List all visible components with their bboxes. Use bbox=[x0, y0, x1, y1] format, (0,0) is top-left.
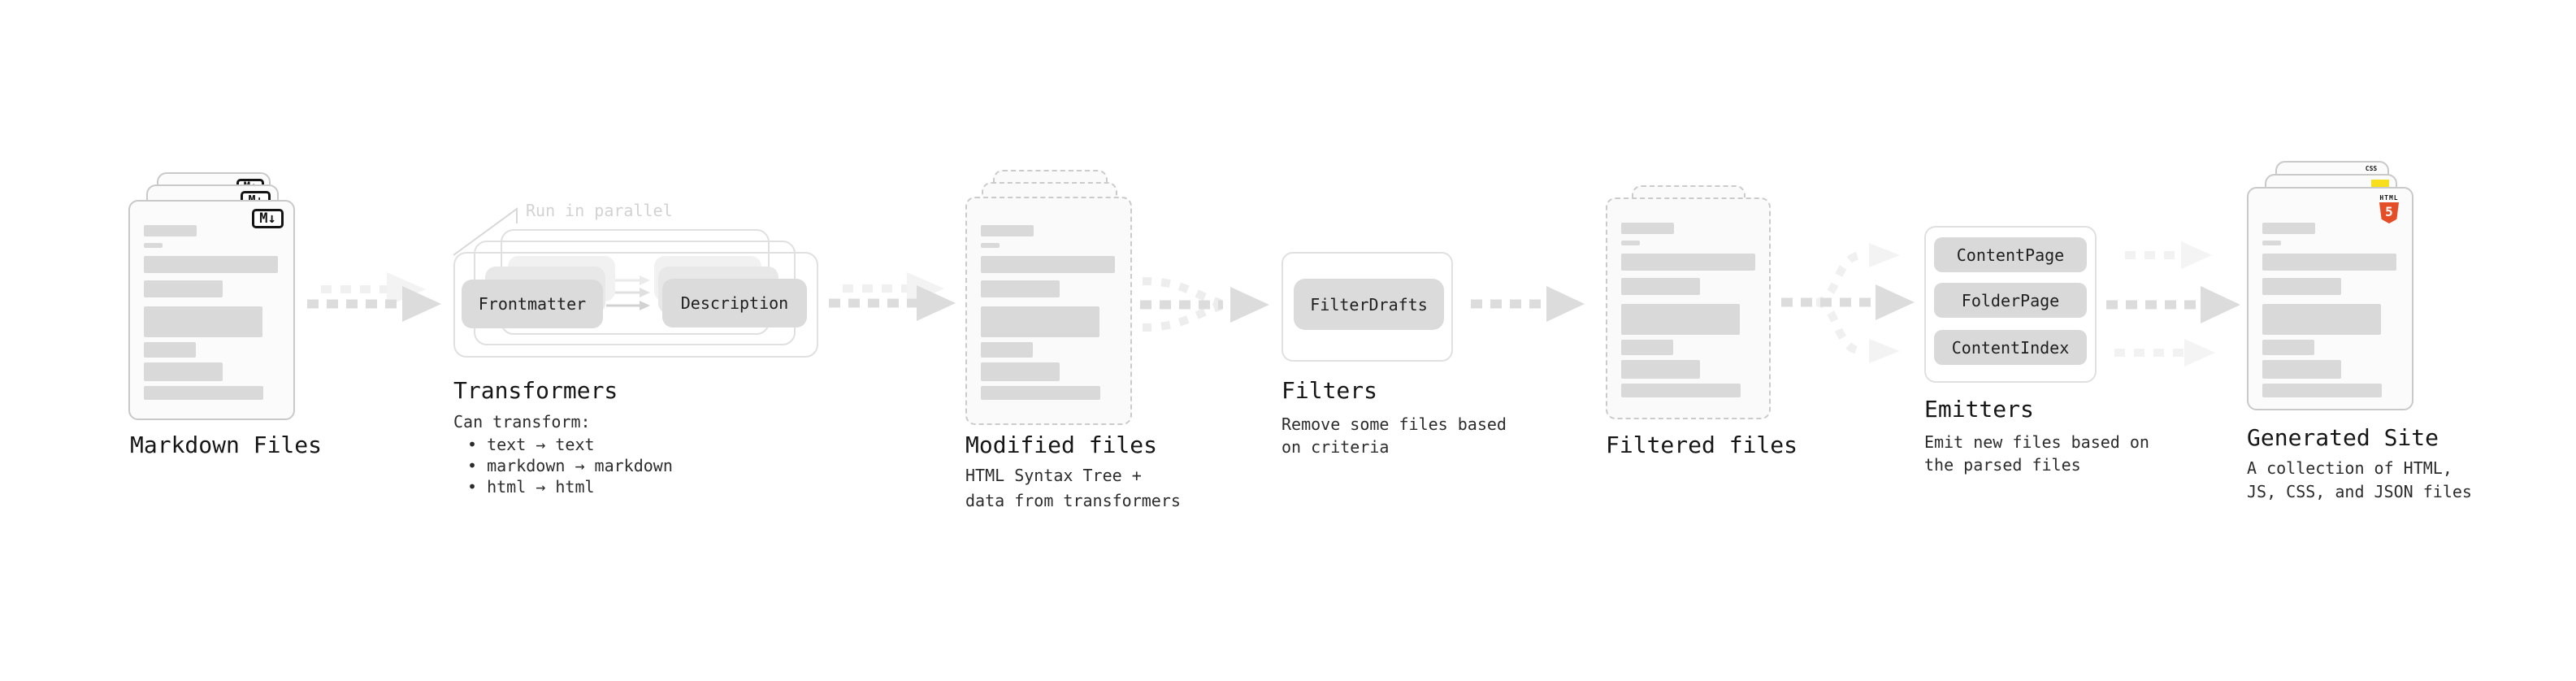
stage-label-modified-files: Modified files bbox=[965, 432, 1158, 458]
filterdrafts-chip: FilterDrafts bbox=[1294, 279, 1444, 330]
text-line bbox=[144, 225, 197, 236]
document-text-skeleton bbox=[981, 225, 1115, 400]
text-line bbox=[981, 256, 1115, 273]
text-line bbox=[981, 386, 1100, 400]
arrow-markdown-to-transformers bbox=[307, 286, 441, 322]
emitters-description-line: Emit new files based on bbox=[1924, 432, 2149, 452]
fanout-bottom-arrowhead bbox=[1869, 339, 1900, 363]
filters-frame bbox=[1281, 252, 1453, 362]
document-text-skeleton bbox=[1621, 223, 1755, 397]
text-line bbox=[144, 280, 223, 297]
emitter-chip-contentindex: ContentIndex bbox=[1934, 330, 2087, 365]
emitter-chip-label: ContentPage bbox=[1956, 245, 2065, 265]
text-line bbox=[1621, 254, 1755, 271]
text-line bbox=[1621, 340, 1673, 355]
generated-description-line: JS, CSS, and JSON files bbox=[2247, 482, 2472, 501]
run-in-parallel-annotation: Run in parallel bbox=[526, 201, 673, 220]
fanout-top-arrowhead bbox=[1869, 243, 1900, 267]
css-badge-label: CSS bbox=[2365, 165, 2378, 172]
arrow-transformers-to-modified bbox=[829, 285, 956, 321]
arrow-filters-to-filtered bbox=[1471, 286, 1585, 322]
arrow-emitters-to-generated-bottom bbox=[2114, 339, 2215, 367]
text-line bbox=[981, 342, 1033, 358]
arrow-emitters-to-generated-middle bbox=[2106, 286, 2240, 323]
modified-description-line: data from transformers bbox=[965, 491, 1181, 510]
stage-label-generated-site: Generated Site bbox=[2247, 424, 2439, 451]
text-line bbox=[2262, 360, 2341, 379]
html5-badge-icon: HTML 5 bbox=[2378, 194, 2400, 223]
text-line bbox=[144, 342, 196, 358]
text-line bbox=[2262, 340, 2314, 355]
stage-label-emitters: Emitters bbox=[1924, 396, 2034, 423]
text-line bbox=[144, 256, 278, 273]
frontmatter-chip: Frontmatter bbox=[462, 280, 603, 328]
emitter-chip-label: FolderPage bbox=[1961, 290, 2060, 310]
stage-label-transformers: Transformers bbox=[453, 377, 618, 404]
stage-label-filtered-files: Filtered files bbox=[1606, 432, 1798, 458]
stage-label-markdown-files: Markdown Files bbox=[130, 432, 323, 458]
text-line bbox=[144, 243, 163, 248]
text-line bbox=[2262, 254, 2396, 271]
text-line bbox=[2262, 223, 2315, 234]
filtered-file-front bbox=[1606, 197, 1771, 419]
generated-file-html: HTML 5 bbox=[2247, 187, 2413, 410]
stage-label-filters: Filters bbox=[1281, 377, 1378, 404]
arrow-modified-to-filters bbox=[1140, 287, 1269, 323]
filterdrafts-chip-label: FilterDrafts bbox=[1310, 294, 1428, 314]
markdown-icon: M↓ bbox=[252, 209, 284, 228]
markdown-icon-label: M↓ bbox=[259, 210, 276, 227]
emitter-chip-label: ContentIndex bbox=[1951, 337, 2070, 358]
text-line bbox=[981, 362, 1060, 381]
text-line bbox=[1621, 304, 1740, 335]
arrow-emitters-to-generated-top bbox=[2125, 241, 2212, 269]
text-line bbox=[2262, 241, 2281, 245]
transformers-bullet: • text → text bbox=[467, 435, 595, 454]
modified-file-front bbox=[965, 197, 1132, 425]
emitter-chip-folderpage: FolderPage bbox=[1934, 283, 2087, 318]
funnel-bottom-curve bbox=[1142, 302, 1222, 332]
transformers-bullet: • markdown → markdown bbox=[467, 456, 673, 475]
text-line bbox=[981, 225, 1034, 236]
arrow-transformers-to-modified-ghost bbox=[843, 272, 944, 305]
filters-description-line: on criteria bbox=[1281, 437, 1390, 457]
chip-arrow-3 bbox=[606, 301, 650, 310]
text-line bbox=[144, 306, 262, 337]
generated-description-line: A collection of HTML, bbox=[2247, 458, 2452, 478]
html5-badge-shield: 5 bbox=[2379, 202, 2399, 223]
text-line bbox=[1621, 223, 1674, 234]
emitters-description-line: the parsed files bbox=[1924, 455, 2081, 475]
modified-description-line: HTML Syntax Tree + bbox=[965, 466, 1142, 485]
emitters-frame bbox=[1924, 226, 2097, 383]
markdown-file-front: M↓ bbox=[128, 200, 295, 420]
description-chip-label: Description bbox=[680, 293, 789, 313]
text-line bbox=[2262, 384, 2382, 397]
frontmatter-chip-label: Frontmatter bbox=[478, 294, 587, 314]
fanout-bottom-curve bbox=[1815, 298, 1863, 355]
document-text-skeleton bbox=[144, 225, 278, 400]
description-chip: Description bbox=[662, 279, 807, 327]
transformers-description: Can transform: bbox=[453, 412, 591, 432]
text-line bbox=[1621, 384, 1741, 397]
transformers-bullet: • html → html bbox=[467, 477, 595, 497]
filters-description-line: Remove some files based bbox=[1281, 414, 1507, 434]
annotation-leader-line bbox=[453, 207, 518, 256]
text-line bbox=[2262, 304, 2381, 335]
emitter-chip-contentpage: ContentPage bbox=[1934, 237, 2087, 272]
fanout-top-curve bbox=[1815, 251, 1863, 306]
transformer-frame-front bbox=[453, 252, 818, 358]
text-line bbox=[2262, 278, 2341, 295]
html5-badge-word: HTML bbox=[2379, 194, 2399, 202]
text-line bbox=[1621, 360, 1700, 379]
document-text-skeleton bbox=[2262, 223, 2396, 397]
text-line bbox=[1621, 241, 1640, 245]
arrow-filtered-to-emitters bbox=[1781, 284, 1915, 320]
text-line bbox=[1621, 278, 1700, 295]
text-line bbox=[981, 306, 1099, 337]
text-line bbox=[144, 386, 263, 400]
funnel-top-curve bbox=[1142, 277, 1222, 307]
text-line bbox=[981, 243, 1000, 248]
text-line bbox=[144, 362, 223, 381]
text-line bbox=[981, 280, 1060, 297]
